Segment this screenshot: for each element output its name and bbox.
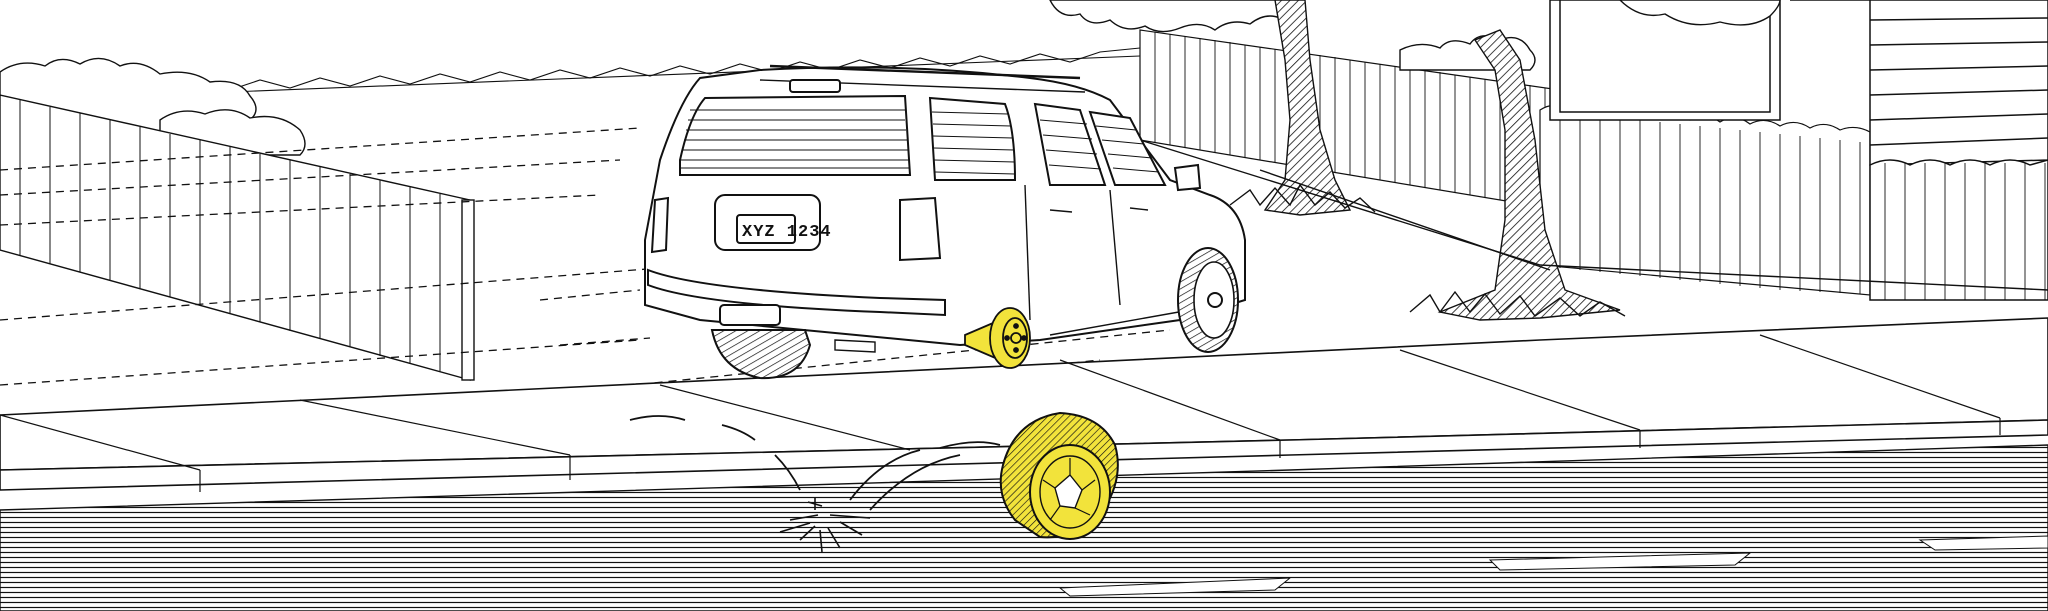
tree-icon: [1229, 0, 1626, 321]
detached-wheel-icon: [999, 411, 1119, 540]
impact-spark-icon: [779, 498, 871, 553]
grass-line: [229, 47, 1141, 93]
bounce-arcs: [629, 415, 1001, 511]
wheel-hub-icon: [964, 307, 1031, 369]
house-icon: [1549, 0, 2048, 301]
side-fence-icon: [1539, 104, 1871, 296]
back-fence-icon: [1139, 29, 1561, 211]
suv-illustration: [644, 64, 1246, 380]
road: [0, 444, 2048, 611]
license-plate-text: XYZ 1234: [742, 223, 832, 242]
driveway: [1139, 139, 2048, 291]
left-fence-icon: [0, 94, 475, 381]
